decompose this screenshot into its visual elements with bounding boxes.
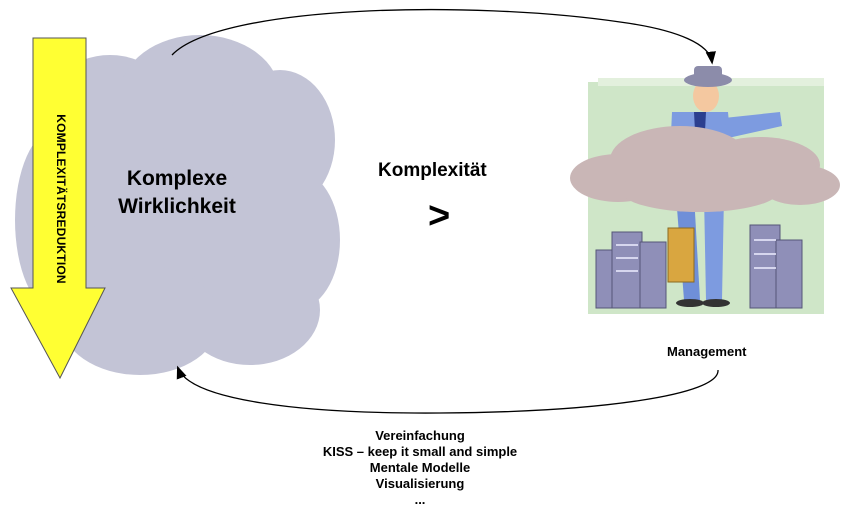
cloud-label-line1: Komplexe [126, 167, 228, 190]
center-label: Komplexität [378, 160, 487, 181]
greater-than-symbol: > [428, 195, 451, 237]
list-item: Vereinfachung [375, 428, 465, 443]
management-label: Management [667, 344, 747, 359]
reduction-methods-list: Vereinfachung KISS – keep it small and s… [270, 428, 570, 508]
list-item: ... [414, 492, 426, 507]
cloud-label: Komplexe Wirklichkeit [92, 165, 262, 221]
down-arrow [10, 37, 106, 380]
arrow-label: KOMPLEXITÄTSREDUKTION [41, 54, 81, 344]
list-item: Visualisierung [375, 476, 465, 491]
list-item: Mentale Modelle [369, 460, 471, 475]
cloud-label-line2: Wirklichkeit [118, 195, 236, 218]
list-item: KISS – keep it small and simple [322, 444, 518, 459]
businessman-clipart [570, 66, 840, 314]
bottom-curved-arrow [176, 365, 719, 414]
top-curved-arrow [171, 8, 716, 65]
arrow-label-text: KOMPLEXITÄTSREDUKTION [54, 114, 69, 284]
